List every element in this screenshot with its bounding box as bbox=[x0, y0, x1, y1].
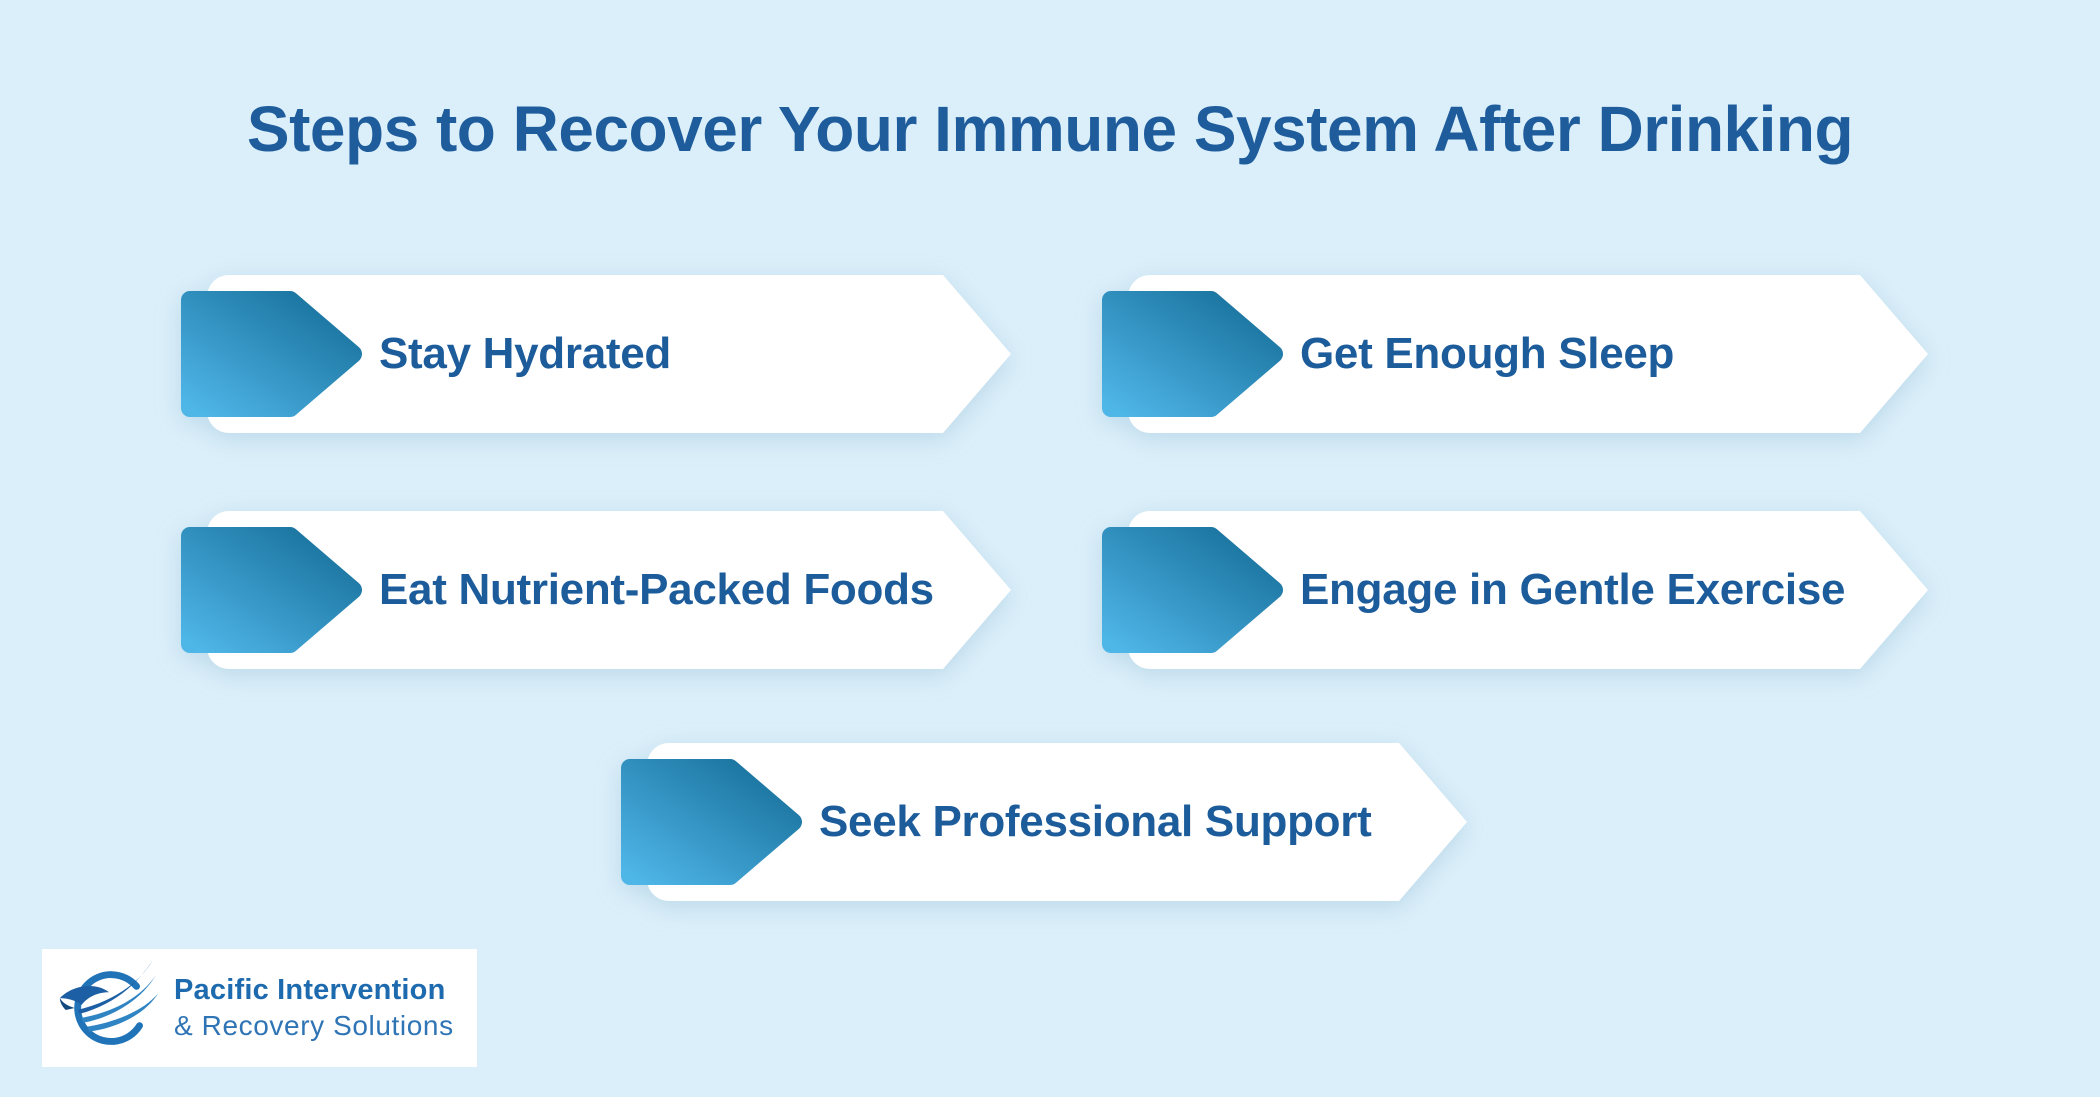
step-banner-1: Stay Hydrated bbox=[181, 275, 1011, 433]
arrow-right-icon bbox=[1102, 527, 1283, 653]
page-title: Steps to Recover Your Immune System Afte… bbox=[246, 93, 1854, 165]
step-label: Eat Nutrient-Packed Foods bbox=[379, 565, 934, 614]
arrow-right-icon bbox=[621, 759, 802, 885]
step-label: Get Enough Sleep bbox=[1300, 329, 1675, 378]
step-banner-5: Seek Professional Support bbox=[621, 743, 1467, 901]
eagle-swoosh-icon bbox=[59, 960, 159, 1045]
step-label: Engage in Gentle Exercise bbox=[1300, 565, 1846, 614]
logo-tagline: & Recovery Solutions bbox=[174, 1009, 454, 1041]
arrow-right-icon bbox=[181, 291, 362, 417]
logo-name: Pacific Intervention bbox=[174, 974, 446, 1007]
logo: Pacific Intervention & Recovery Solution… bbox=[42, 949, 477, 1067]
step-label: Stay Hydrated bbox=[379, 329, 671, 378]
step-banner-4: Engage in Gentle Exercise bbox=[1102, 511, 1928, 669]
step-banner-3: Eat Nutrient-Packed Foods bbox=[181, 511, 1011, 669]
arrow-right-icon bbox=[1102, 291, 1283, 417]
arrow-right-icon bbox=[181, 527, 362, 653]
step-banner-2: Get Enough Sleep bbox=[1102, 275, 1928, 433]
step-label: Seek Professional Support bbox=[819, 797, 1372, 846]
logo-text: Pacific Intervention & Recovery Solution… bbox=[174, 974, 454, 1042]
